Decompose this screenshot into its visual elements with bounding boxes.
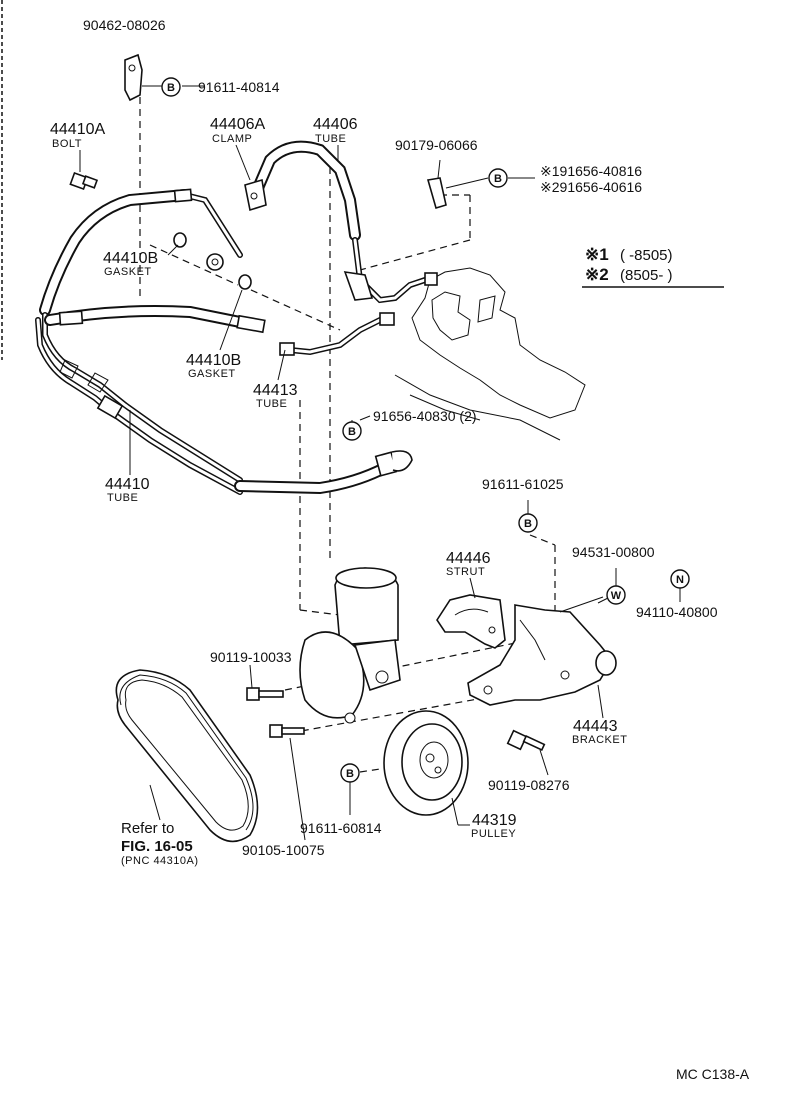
label-91656-40830: 91656-40830 (2)	[373, 408, 477, 424]
clamp-44406a-part	[244, 178, 267, 212]
tube-44413-part	[44, 305, 395, 356]
label-44410: 44410	[105, 476, 150, 493]
legend-row2-text: (8505- )	[620, 267, 673, 284]
label-44406: 44406	[313, 116, 358, 133]
label-94531-00800: 94531-00800	[572, 544, 655, 560]
label-44410b-upper: 44410B	[103, 250, 158, 267]
bolt-90119-08276-part	[506, 729, 546, 752]
label-44410a: 44410A	[50, 121, 105, 138]
symbol-b-91656-40830: B	[342, 421, 362, 441]
caption-44410b-upper: GASKET	[104, 266, 152, 278]
legend-row1-mark: ※1	[585, 245, 609, 264]
legend-row2-mark: ※2	[585, 265, 609, 284]
legend-row1-text: ( -8505)	[620, 247, 673, 264]
label-91656-40816: ※191656-40816	[540, 163, 642, 179]
label-44446: 44446	[446, 550, 491, 567]
symbol-b-91611-60814: B	[340, 763, 360, 783]
bracket-44443-part	[467, 604, 617, 706]
refer-line1: Refer to	[121, 820, 174, 837]
label-44413: 44413	[253, 382, 298, 399]
refer-line3: (PNC 44310A)	[121, 855, 199, 867]
label-90179-06066: 90179-06066	[395, 137, 478, 153]
caption-44406a: CLAMP	[212, 133, 252, 145]
power-steering-pump	[299, 567, 401, 724]
symbol-b-91611-61025: B	[518, 513, 538, 533]
symbol-b-91656: B	[488, 168, 508, 188]
caption-44406: TUBE	[315, 133, 346, 145]
label-91611-60814: 91611-60814	[300, 820, 382, 836]
engine-block-outline	[394, 267, 586, 441]
tube-44410-part	[35, 188, 413, 495]
label-91611-61025: 91611-61025	[482, 476, 564, 492]
caption-44410a: BOLT	[52, 138, 82, 150]
leader-lines	[79, 85, 681, 841]
svg-text:B: B	[524, 518, 532, 530]
label-90462-08026: 90462-08026	[83, 17, 166, 33]
label-44443: 44443	[573, 718, 618, 735]
svg-text:W: W	[611, 590, 622, 602]
applicability-legend: ※1 ( -8505) ※2 (8505- )	[582, 245, 724, 288]
svg-text:B: B	[494, 173, 502, 185]
strut-44446-part	[436, 594, 506, 649]
label-90119-10033: 90119-10033	[210, 649, 292, 665]
clip-90179-part	[426, 177, 489, 209]
label-44410b-lower: 44410B	[186, 352, 241, 369]
symbol-w-94531: W	[606, 585, 626, 605]
caption-44410b-lower: GASKET	[188, 368, 236, 380]
caption-44446: STRUT	[446, 566, 485, 578]
label-94110-40800: 94110-40800	[636, 604, 718, 620]
label-91611-40814: 91611-40814	[198, 79, 280, 95]
drive-belt-part	[115, 669, 259, 843]
tube-44406-part	[249, 140, 438, 304]
symbol-n-94110: N	[670, 569, 690, 589]
pulley-44319-part	[383, 710, 469, 816]
caption-44410: TUBE	[107, 492, 138, 504]
label-90105-10075: 90105-10075	[242, 842, 325, 858]
caption-44319: PULLEY	[471, 828, 516, 840]
bolt-44410a-part	[69, 150, 99, 191]
bolt-90105-part	[269, 724, 305, 738]
caption-44443: BRACKET	[572, 734, 627, 746]
clamp-90462-part	[124, 53, 162, 102]
label-90119-08276: 90119-08276	[488, 777, 570, 793]
svg-text:B: B	[167, 82, 175, 94]
caption-44413: TUBE	[256, 398, 287, 410]
svg-text:B: B	[346, 768, 354, 780]
bolt-90119-10033-part	[246, 687, 284, 701]
label-44319: 44319	[472, 812, 517, 829]
label-44406a: 44406A	[210, 116, 265, 133]
symbol-b-91611-40814: B	[161, 77, 181, 97]
gasket-44410b-lower	[238, 274, 252, 290]
label-91656-40616: ※291656-40616	[540, 179, 642, 195]
gasket-44410b-upper	[173, 232, 224, 271]
svg-text:B: B	[348, 426, 356, 438]
svg-text:N: N	[676, 574, 684, 586]
figure-code: MC C138-A	[676, 1066, 750, 1082]
refer-line2: FIG. 16-05	[121, 838, 193, 855]
